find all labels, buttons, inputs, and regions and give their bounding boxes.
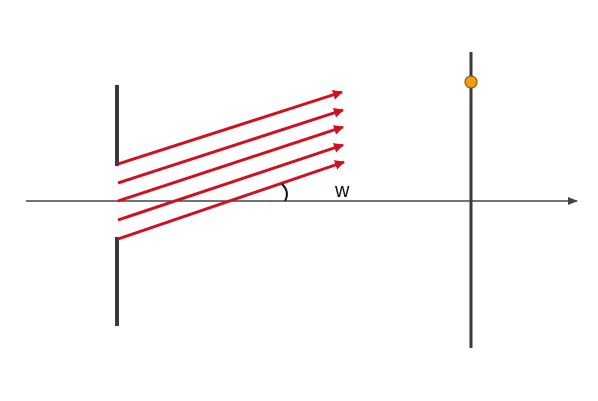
angle-label: w: [334, 180, 350, 202]
diffracted-rays: [117, 89, 345, 241]
ray-3: [117, 125, 344, 203]
ray-1: [117, 89, 343, 166]
ray-2: [117, 108, 344, 185]
angle-arc: [281, 183, 288, 202]
ray-4: [117, 143, 344, 222]
ray-5: [117, 160, 345, 241]
screen-point: [464, 75, 478, 89]
